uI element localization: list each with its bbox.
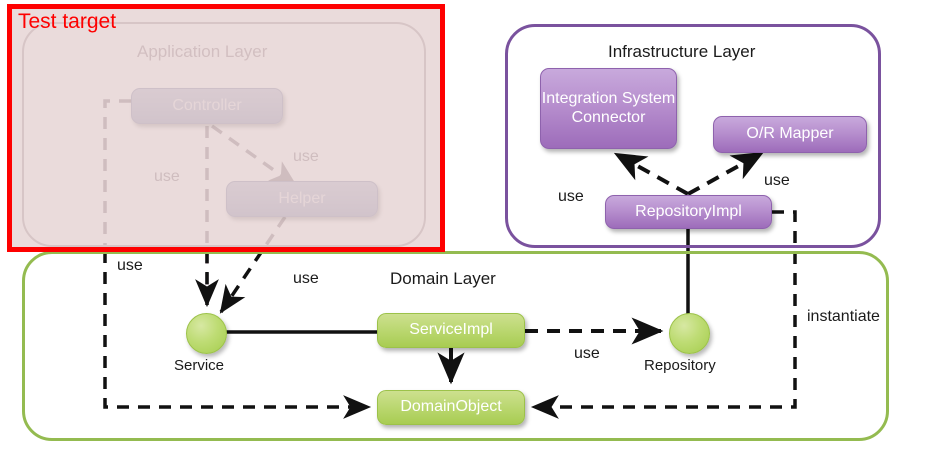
test-target-frame xyxy=(7,4,445,252)
node-repository-interface-label: Repository xyxy=(644,357,716,374)
domain-layer-title: Domain Layer xyxy=(390,269,496,288)
domain-layer-container xyxy=(22,251,889,441)
node-or-mapper[interactable]: O/R Mapper xyxy=(713,116,867,153)
node-repository-interface[interactable] xyxy=(669,313,710,354)
edge-label-repositoryimpl-to-integration: use xyxy=(558,188,584,205)
node-repository-impl[interactable]: RepositoryImpl xyxy=(605,195,772,229)
edge-label-application-to-domainobject: use xyxy=(117,257,143,274)
edge-label-repositoryimpl-to-ormapper: use xyxy=(764,172,790,189)
node-service-interface[interactable] xyxy=(186,313,227,354)
test-target-label: Test target xyxy=(18,10,117,33)
node-domain-object[interactable]: DomainObject xyxy=(377,390,525,425)
edge-label-helper-to-service: use xyxy=(293,270,319,287)
edge-label-repositoryimpl-to-domainobject: instantiate xyxy=(807,308,880,325)
edge-label-serviceimpl-to-repository: use xyxy=(574,345,600,362)
node-service-interface-label: Service xyxy=(174,357,225,374)
infrastructure-layer-container xyxy=(505,24,881,248)
infrastructure-layer-title: Infrastructure Layer xyxy=(608,42,756,61)
node-integration-system-connector[interactable]: Integration System Connector xyxy=(540,68,677,149)
node-service-impl[interactable]: ServiceImpl xyxy=(377,313,525,348)
